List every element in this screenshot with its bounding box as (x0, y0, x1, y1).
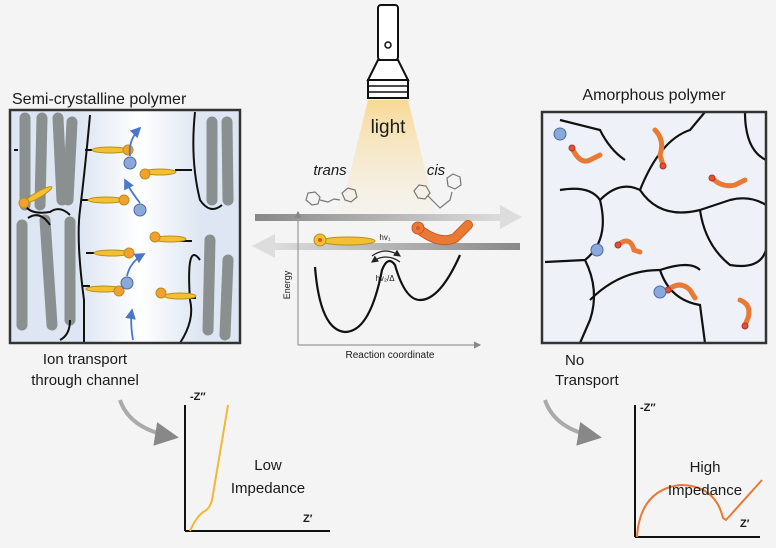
x-axis-label: Z′ (303, 513, 313, 525)
flashlight-icon (366, 4, 410, 99)
y-axis-label: -Z″ (640, 402, 656, 414)
trans-azobenzene-structure (305, 187, 358, 206)
forward-label: hv₁ (379, 233, 390, 242)
reverse-switch-arrow (371, 255, 401, 263)
trans-label: trans (313, 162, 347, 179)
left-panel-title: Semi-crystalline polymer (12, 91, 187, 108)
plot-label-line1: Low (254, 457, 282, 474)
right-panel-title: Amorphous polymer (582, 87, 726, 104)
cis-label: cis (427, 162, 446, 179)
anions (120, 156, 147, 290)
light-beam (336, 100, 440, 230)
reverse-label: hv₂/Δ (375, 274, 395, 283)
ion-path-arrows (124, 126, 146, 341)
energy-diagram: Energy Reaction coordinate (282, 210, 482, 361)
plot-label-line1: High (690, 459, 721, 476)
plot-label-line2: Impedance (668, 482, 742, 499)
anions (553, 127, 667, 299)
reaction-coordinate-label: Reaction coordinate (346, 350, 435, 361)
forward-arrow (255, 205, 522, 229)
forward-switch-arrow (371, 249, 401, 257)
nyquist-curve (189, 404, 229, 532)
right-caption-line2: Transport (555, 372, 619, 389)
light-label: light (371, 117, 407, 138)
semi-crystalline-box (8, 108, 242, 345)
crystalline-lamellae (16, 112, 234, 341)
curved-arrow (543, 399, 602, 446)
nyquist-curve (636, 479, 763, 538)
cis-azobenzene-structure (413, 173, 462, 209)
high-impedance-plot: -Z″ Z′ High Impedance (634, 402, 763, 538)
low-impedance-plot: -Z″ Z′ Low Impedance (184, 391, 330, 532)
left-caption-line1: Ion transport (43, 351, 128, 368)
y-axis-label: -Z″ (190, 391, 206, 403)
left-caption-line2: through channel (31, 372, 139, 389)
plot-label-line2: Impedance (231, 480, 305, 497)
trans-molecule-icon (313, 233, 376, 247)
curved-arrow (118, 399, 179, 446)
x-axis-label: Z′ (740, 518, 750, 530)
energy-axis-label: Energy (282, 270, 292, 299)
energy-curve (313, 254, 462, 334)
reverse-arrow (252, 234, 520, 258)
cis-molecule-icon (411, 220, 473, 246)
right-caption-line1: No (565, 352, 584, 369)
amorphous-box (540, 110, 768, 345)
